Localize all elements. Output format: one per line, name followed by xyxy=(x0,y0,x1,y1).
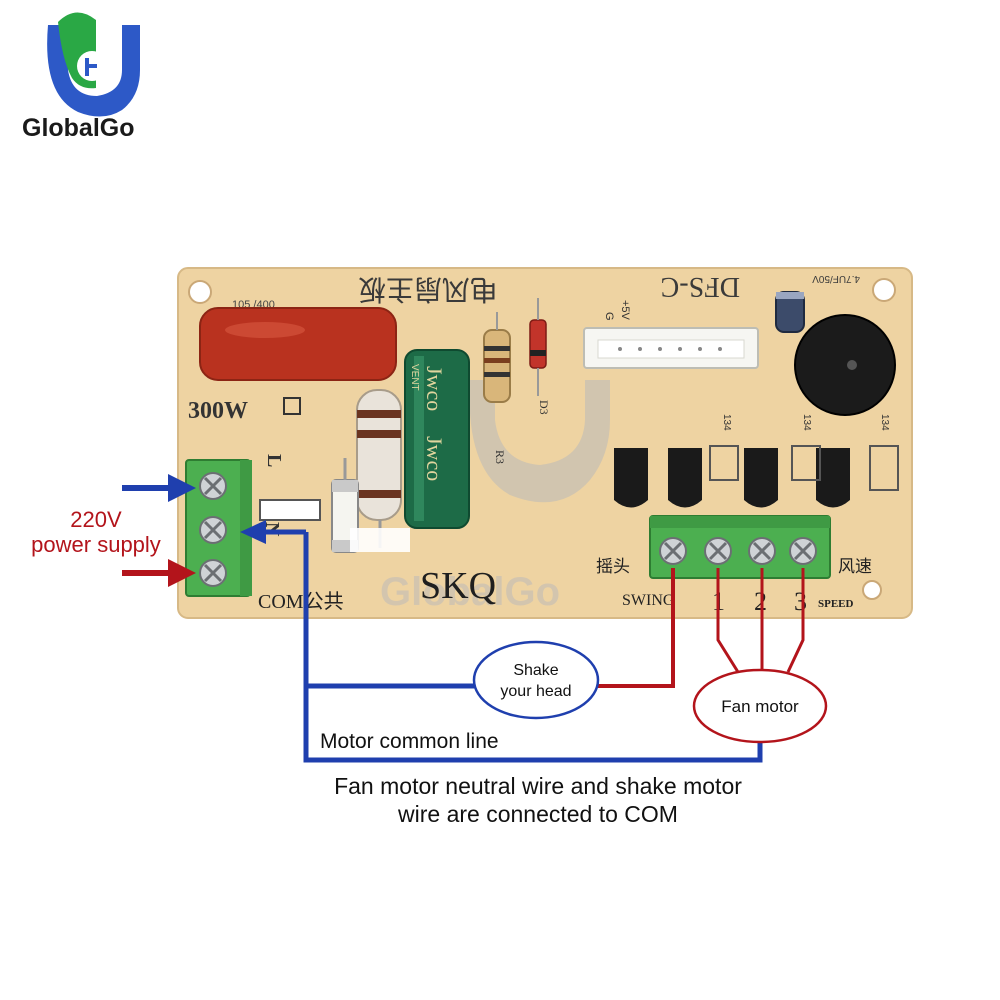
brand-name: GlobalGo xyxy=(22,114,135,142)
blue-input-arrow xyxy=(122,474,196,502)
red-speed-3-wire xyxy=(786,568,805,673)
triac-label: 134 xyxy=(721,414,732,431)
electrolytic-brand-2: Jwco xyxy=(422,436,447,481)
screw-icon xyxy=(199,472,227,500)
swing-label: SWING xyxy=(622,592,675,609)
output-terminal-block xyxy=(649,515,831,579)
fan-motor-node: Fan motor xyxy=(692,668,828,744)
resistor-r3: R3 xyxy=(483,312,511,464)
speed-num-3: 3 xyxy=(794,587,807,616)
header-connector: G +5V xyxy=(583,300,759,369)
footnote-line-2: wire are connected to COM xyxy=(397,801,678,827)
red-speed-1-wire xyxy=(716,568,740,673)
speed-label: SPEED xyxy=(818,598,854,610)
wires xyxy=(303,532,805,763)
power-supply-voltage: 220V xyxy=(70,507,122,532)
mounting-hole xyxy=(188,280,212,304)
header-pin-5v: +5V xyxy=(619,300,631,321)
silk-power-rating: 300W xyxy=(188,398,248,424)
swing-cn: 摇头 xyxy=(596,557,630,576)
com-label: COM公共 xyxy=(258,590,344,613)
small-capacitor xyxy=(775,291,805,333)
screw-icon xyxy=(789,537,817,565)
fan-motor-label: Fan motor xyxy=(721,697,799,716)
electrolytic-brand: Jwco xyxy=(422,366,447,411)
speed-cn: 风速 xyxy=(838,557,872,576)
screw-icon xyxy=(199,559,227,587)
blue-com-wire xyxy=(303,532,763,763)
diode-label: D3 xyxy=(537,400,551,415)
blue-com-arrow xyxy=(240,520,306,544)
film-capacitor xyxy=(199,307,397,381)
svg-text:GlobalGo: GlobalGo xyxy=(380,570,560,614)
power-supply-label: power supply xyxy=(31,532,161,557)
header-pin-g: G xyxy=(603,312,615,321)
watermark-logo-icon: GlobalGo xyxy=(380,380,610,614)
electrolytic-vent: VENT xyxy=(409,364,420,391)
logo-mark-icon xyxy=(47,25,141,117)
triac-label-2: 134 xyxy=(801,414,812,431)
resistor-label: R3 xyxy=(493,450,507,464)
brand-print: SKQ xyxy=(420,565,496,607)
buzzer xyxy=(794,314,896,416)
globalgo-logo: GlobalGo xyxy=(22,12,141,142)
footnote-line-1: Fan motor neutral wire and shake motor xyxy=(334,773,742,799)
red-input-arrow xyxy=(122,559,196,587)
silk-model: DFS-C xyxy=(661,271,740,302)
shake-motor-node: Shake your head xyxy=(472,640,600,720)
red-swing-wire xyxy=(598,568,675,688)
power-terminal-block xyxy=(185,459,252,597)
screw-icon xyxy=(659,537,687,565)
screw-icon xyxy=(704,537,732,565)
terminal-l-label: L xyxy=(263,454,285,467)
diode-d3: D3 xyxy=(529,298,551,415)
mounting-hole xyxy=(872,278,896,302)
mounting-hole xyxy=(862,580,882,600)
silk-title: 电风扇主板 xyxy=(358,273,498,305)
silk-cap-rating: 4.7UF/50V xyxy=(812,273,860,284)
transistor-row: 134 134 134 xyxy=(614,414,899,508)
screw-icon xyxy=(748,537,776,565)
screw-icon xyxy=(199,516,227,544)
shake-label-2: your head xyxy=(500,683,571,700)
shake-label-1: Shake xyxy=(513,662,558,679)
motor-common-label: Motor common line xyxy=(320,730,499,753)
ln-pad-n xyxy=(350,528,410,552)
electrolytic-capacitor: Jwco Jwco VENT xyxy=(404,349,470,529)
ln-pad-l xyxy=(259,499,321,521)
triac-label-3: 134 xyxy=(879,414,890,431)
